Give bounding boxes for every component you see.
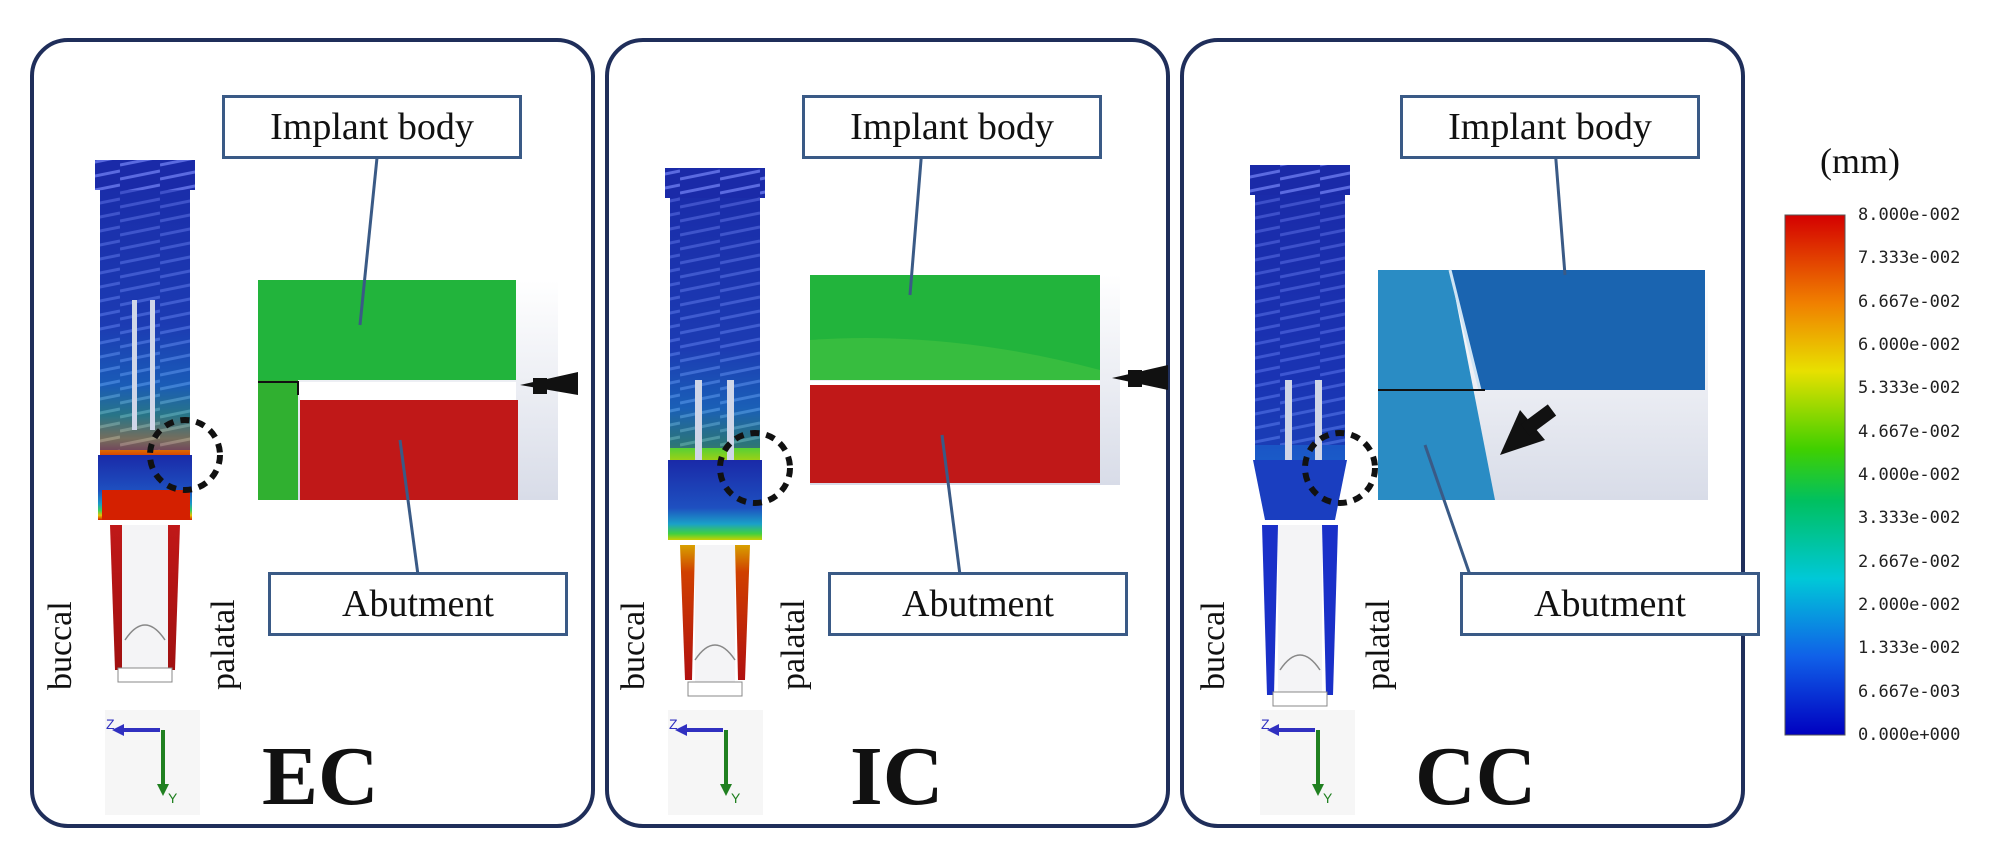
ic-palatal-label: palatal bbox=[775, 599, 812, 690]
cc-palatal-label: palatal bbox=[1360, 599, 1397, 690]
legend-tick-label: 3.333e-002 bbox=[1858, 508, 1961, 529]
cc-buccal-label: buccal bbox=[1195, 601, 1232, 690]
legend-colorbar bbox=[1784, 214, 1846, 736]
ec-detail-zoom bbox=[258, 280, 578, 500]
ec-implant-model bbox=[95, 160, 195, 683]
ec-axis-y-label: Y bbox=[168, 790, 178, 806]
ec-buccal-label: buccal bbox=[42, 601, 79, 690]
cc-detail-zoom bbox=[1378, 269, 1708, 500]
ic-panel-label: IC bbox=[850, 730, 944, 823]
ic-axis-triad bbox=[668, 710, 763, 815]
ic-axis-y-label: Y bbox=[731, 790, 741, 806]
ic-implant-body-label: Implant body bbox=[802, 95, 1102, 159]
ec-panel-label: EC bbox=[262, 730, 379, 823]
cc-panel-label: CC bbox=[1415, 730, 1537, 823]
ec-detail-circle bbox=[147, 417, 223, 493]
legend-tick-label: 6.667e-002 bbox=[1858, 291, 1961, 312]
cc-implant-model bbox=[1250, 165, 1350, 707]
ec-abutment-label: Abutment bbox=[268, 572, 568, 636]
legend-unit: (mm) bbox=[1820, 141, 1900, 181]
cc-axis-z-label: Z bbox=[1261, 716, 1270, 732]
ic-implant-model bbox=[665, 168, 765, 697]
legend-tick-label: 7.333e-002 bbox=[1858, 248, 1961, 269]
cc-axis-triad bbox=[1260, 710, 1355, 815]
cc-detail-circle bbox=[1302, 430, 1378, 506]
ic-abutment-label: Abutment bbox=[828, 572, 1128, 636]
ec-axis-z-label: Z bbox=[106, 716, 115, 732]
legend-tick-label: 8.000e-002 bbox=[1858, 205, 1961, 225]
cc-implant-body-label: Implant body bbox=[1400, 95, 1700, 159]
cc-abutment-label: Abutment bbox=[1460, 572, 1760, 636]
legend-tick-label: 2.667e-002 bbox=[1858, 551, 1961, 572]
ic-detail-zoom bbox=[810, 275, 1168, 485]
legend-tick-label: 4.000e-002 bbox=[1858, 465, 1961, 485]
ic-buccal-label: buccal bbox=[615, 601, 652, 690]
legend-tick-label: 1.333e-002 bbox=[1858, 638, 1961, 659]
legend-tick-label: 4.667e-002 bbox=[1858, 421, 1961, 442]
legend-tick-label: 6.667e-003 bbox=[1858, 681, 1961, 702]
ec-axis-triad bbox=[105, 710, 200, 815]
legend-tick-label: 0.000e+000 bbox=[1858, 725, 1961, 745]
legend-tick-label: 2.000e-002 bbox=[1858, 595, 1961, 615]
ec-implant-body-label: Implant body bbox=[222, 95, 522, 159]
legend-tick-label: 5.333e-002 bbox=[1858, 378, 1961, 399]
cc-axis-y-label: Y bbox=[1323, 790, 1333, 806]
legend-tick-label: 6.000e-002 bbox=[1858, 335, 1961, 355]
ec-palatal-label: palatal bbox=[205, 599, 242, 690]
ic-detail-circle bbox=[717, 430, 793, 506]
ic-axis-z-label: Z bbox=[669, 716, 678, 732]
